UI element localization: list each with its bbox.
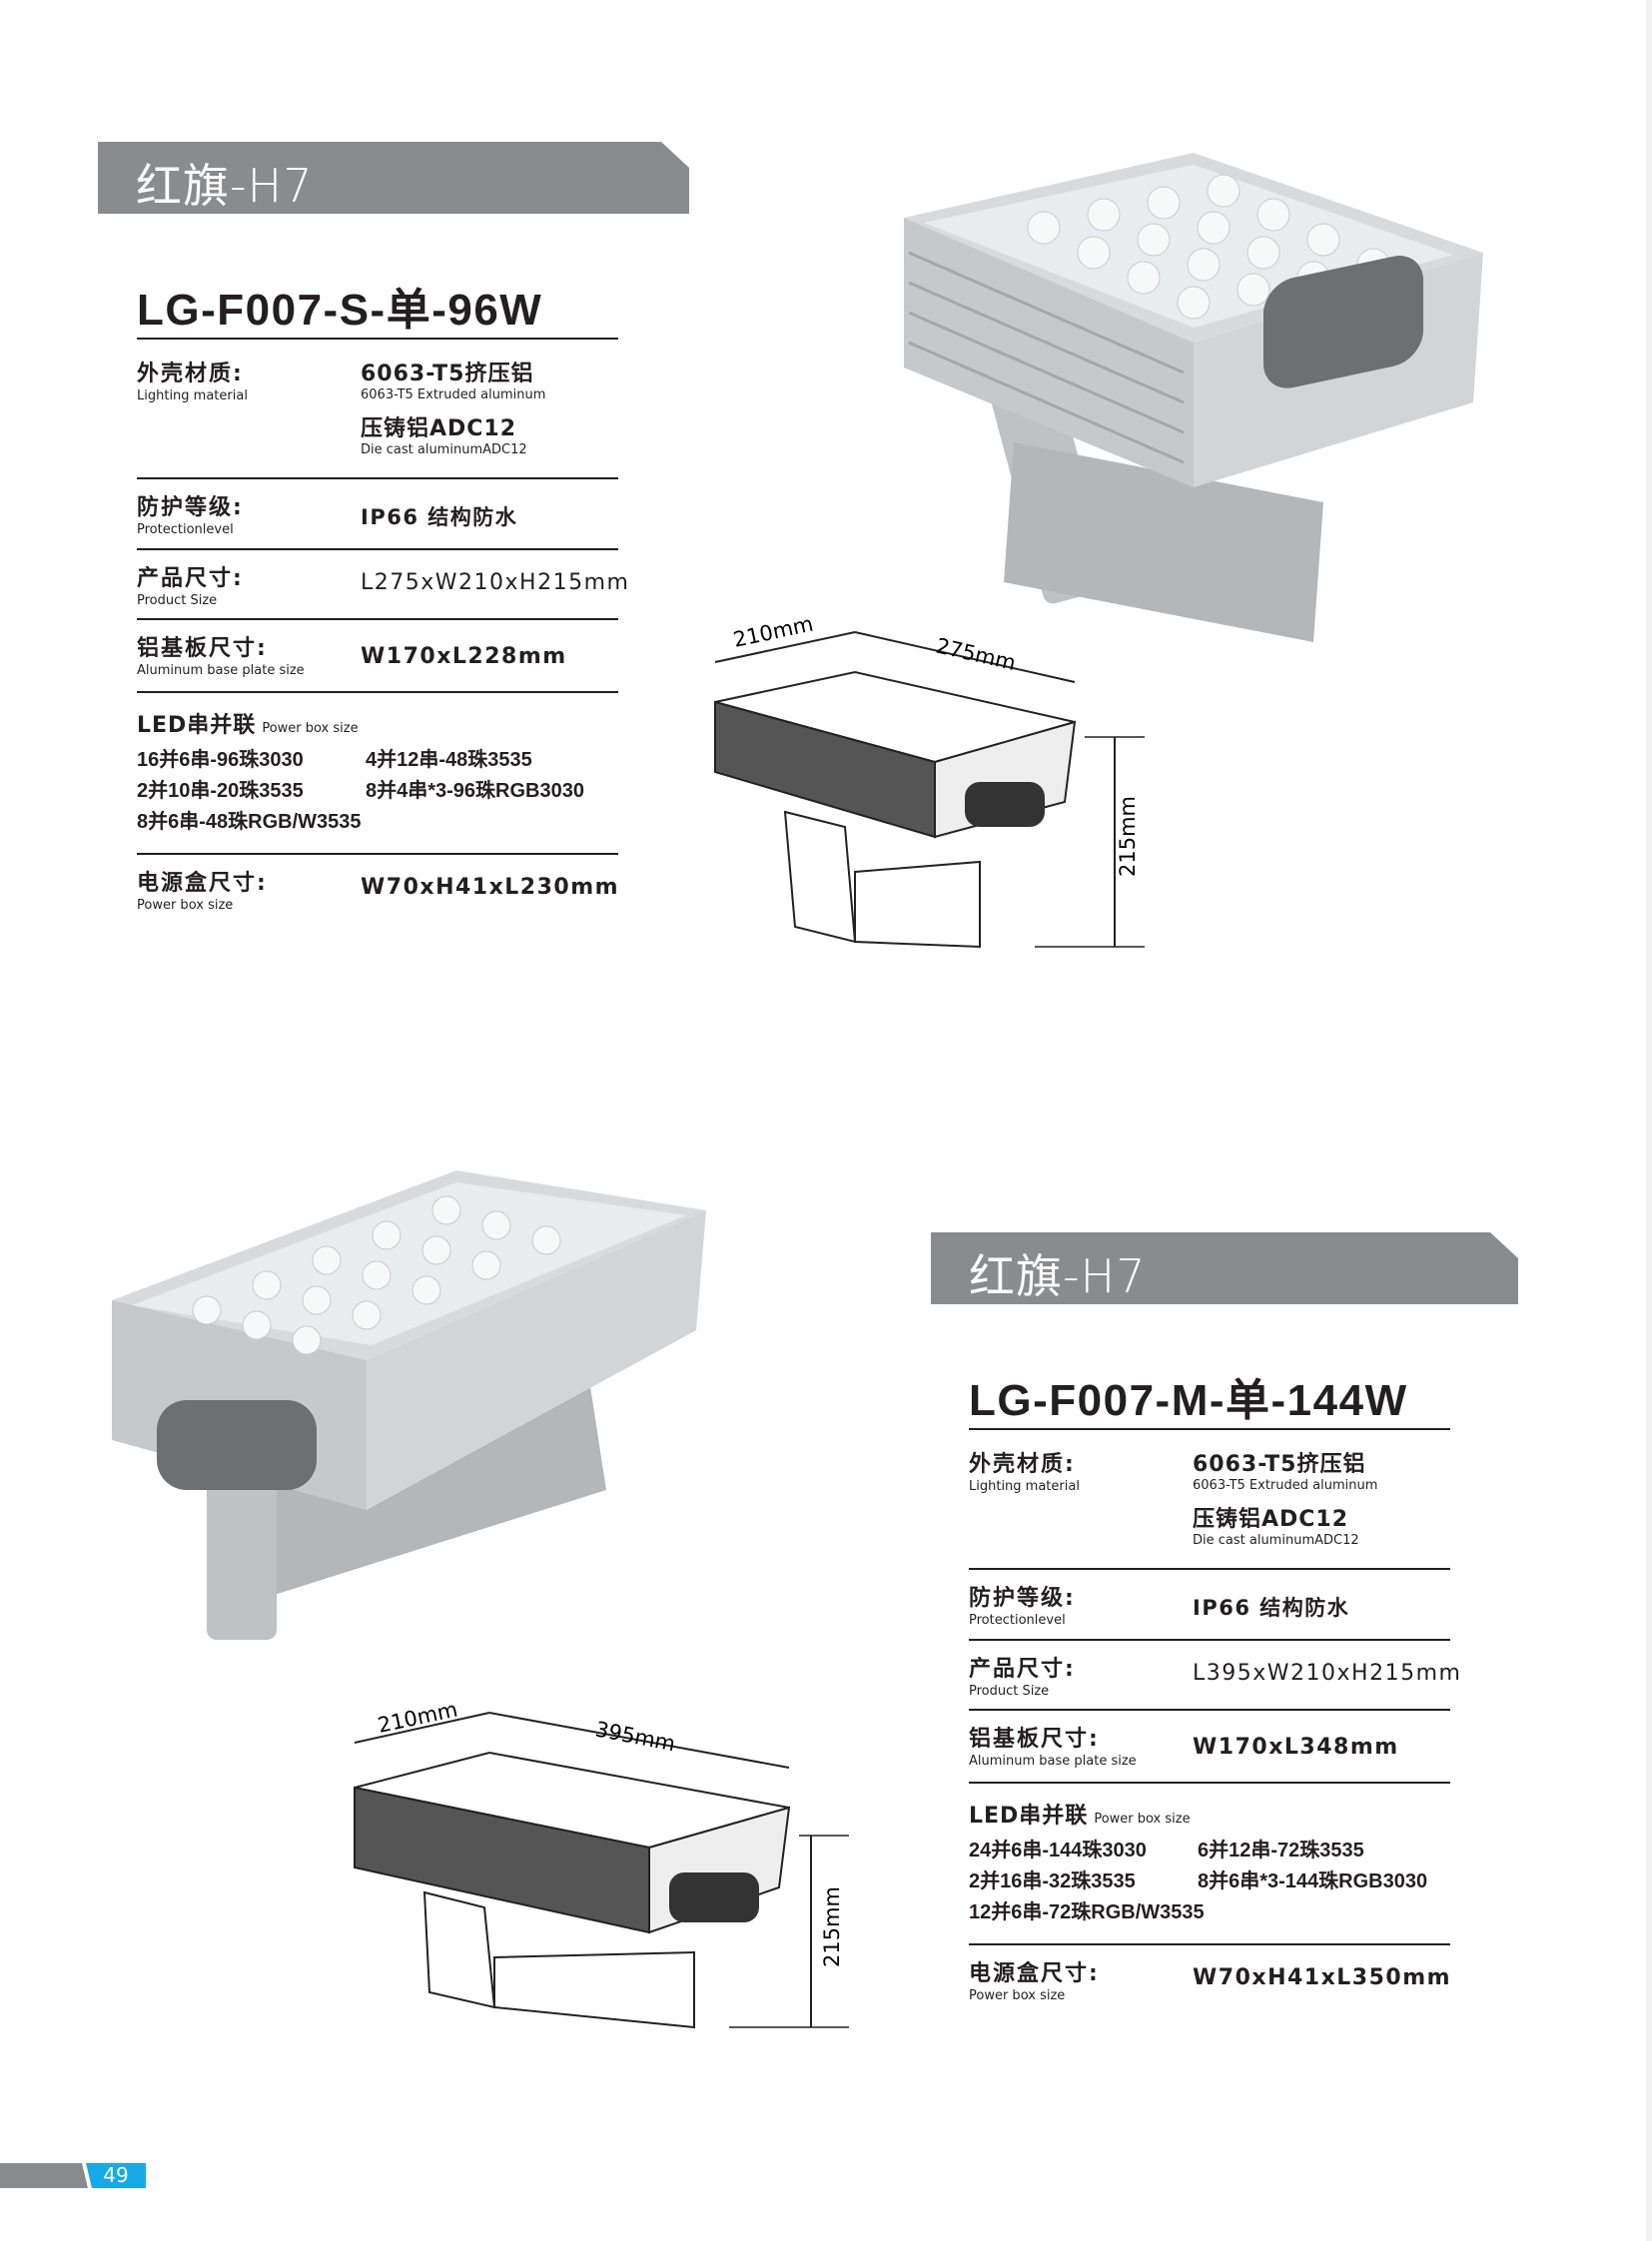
value: IP66 结构防水 [361, 505, 518, 529]
label-zh: LED串并联 [969, 1804, 1089, 1829]
label-zh: 防护等级: [969, 1586, 1076, 1611]
dim-height-label: 215mm [1116, 796, 1140, 877]
label-zh: 电源盒尺寸: [137, 871, 268, 896]
led-config: 8并6串*3-144珠RGB3030 [1198, 1870, 1428, 1892]
label-en: Power box size [262, 721, 359, 736]
spec-row-plate: 铝基板尺寸: Aluminum base plate size W170xL348… [969, 1711, 1450, 1784]
led-config: 6并12串-72珠3535 [1198, 1840, 1364, 1862]
value-en: 6063-T5 Extruded aluminum [361, 387, 546, 402]
label-en: Power box size [1094, 1812, 1191, 1827]
series-header-2: 红旗-H7 [931, 1232, 1518, 1304]
value: W170xL348mm [1193, 1735, 1399, 1760]
value: W70xH41xL230mm [361, 875, 620, 900]
value-zh: 压铸铝ADC12 [361, 416, 517, 441]
led-config: 2并16串-32珠3535 [969, 1870, 1136, 1892]
page-edge [1646, 0, 1652, 2241]
label-en: Product Size [137, 593, 218, 608]
label-en: Lighting material [969, 1479, 1080, 1494]
page-number: 49 [86, 2163, 146, 2188]
label-zh: 外壳材质: [137, 362, 244, 386]
series-header-text: 红旗-H7 [136, 159, 314, 213]
product-photo-1 [904, 153, 1483, 642]
led-config: 8并6串-48珠RGB/W3535 [137, 811, 362, 833]
led-config: 12并6串-72珠RGB/W3535 [969, 1901, 1205, 1923]
label-zh: 铝基板尺寸: [137, 636, 268, 661]
dim-length-label: 275mm [934, 633, 1018, 675]
label-zh: 铝基板尺寸: [969, 1727, 1100, 1752]
value-zh: 压铸铝ADC12 [1193, 1507, 1349, 1532]
series-header-text: 红旗-H7 [969, 1249, 1147, 1303]
label-en: Protectionlevel [137, 522, 234, 537]
led-config: 24并6串-144珠3030 [969, 1840, 1147, 1862]
value-zh: 6063-T5挤压铝 [1193, 1452, 1366, 1477]
label-en: Aluminum base plate size [969, 1754, 1137, 1769]
dim-width-label: 210mm [376, 1698, 459, 1738]
value: L275xW210xH215mm [361, 570, 630, 595]
label-zh: 产品尺寸: [137, 566, 244, 591]
value: W170xL228mm [361, 644, 567, 669]
label-zh: 防护等级: [137, 495, 244, 520]
label-en: Protectionlevel [969, 1613, 1066, 1628]
dim-height-label: 215mm [820, 1886, 844, 1967]
led-config: 8并4串*3-96珠RGB3030 [366, 780, 584, 802]
spec-row-powerbox: 电源盒尺寸: Power box size W70xH41xL230mm [137, 855, 618, 915]
label-en: Power box size [969, 1988, 1066, 2003]
value-zh: 6063-T5挤压铝 [361, 362, 534, 386]
label-zh: 产品尺寸: [969, 1657, 1076, 1682]
led-config: 16并6串-96珠3030 [137, 749, 304, 771]
spec-row-plate: 铝基板尺寸: Aluminum base plate size W170xL228… [137, 620, 618, 693]
dim-length-label: 395mm [593, 1717, 677, 1756]
product-photo-2 [112, 1170, 706, 1640]
led-config: 4并12串-48珠3535 [366, 749, 532, 771]
label-en: Product Size [969, 1684, 1050, 1699]
value: IP66 结构防水 [1193, 1596, 1350, 1620]
footer-bar [0, 2163, 88, 2188]
value-en: Die cast aluminumADC12 [1193, 1533, 1359, 1548]
dimension-drawing-2: 210mm 395mm 215mm [354, 1698, 849, 2029]
label-en: Lighting material [137, 388, 248, 403]
value: W70xH41xL350mm [1193, 1965, 1452, 1990]
label-zh: LED串并联 [137, 713, 257, 738]
led-config: 2并10串-20珠3535 [137, 780, 304, 802]
label-zh: 电源盒尺寸: [969, 1961, 1100, 1986]
dim-width-label: 210mm [731, 612, 815, 652]
model-title: LG-F007-M-单-144W [969, 1376, 1450, 1430]
spec-row-size: 产品尺寸: Product Size L395xW210xH215mm [969, 1641, 1460, 1711]
spec-row-protection: 防护等级: Protectionlevel IP66 结构防水 [969, 1570, 1450, 1641]
dimension-drawing-1: 210mm 275mm 215mm [714, 612, 1145, 949]
value-en: 6063-T5 Extruded aluminum [1193, 1478, 1378, 1493]
spec-row-led: LED串并联 Power box size 16并6串-96珠3030 4并12串-… [137, 693, 618, 855]
label-en: Power box size [137, 898, 234, 913]
series-header-1: 红旗-H7 [98, 142, 689, 214]
spec-row-powerbox: 电源盒尺寸: Power box size W70xH41xL350mm [969, 1945, 1450, 2005]
model-title: LG-F007-S-单-96W [137, 286, 618, 340]
spec-table-2: LG-F007-M-单-144W 外壳材质: Lighting material … [969, 1376, 1460, 2005]
label-en: Aluminum base plate size [137, 663, 305, 678]
spec-row-protection: 防护等级: Protectionlevel IP66 结构防水 [137, 479, 618, 550]
spec-table-1: LG-F007-S-单-96W 外壳材质: Lighting material 6… [137, 286, 628, 915]
value-en: Die cast aluminumADC12 [361, 442, 527, 457]
spec-row-led: LED串并联 Power box size 24并6串-144珠3030 6并12串… [969, 1784, 1450, 1945]
value: L395xW210xH215mm [1193, 1661, 1462, 1686]
label-zh: 外壳材质: [969, 1452, 1076, 1477]
spec-row-size: 产品尺寸: Product Size L275xW210xH215mm [137, 550, 628, 620]
